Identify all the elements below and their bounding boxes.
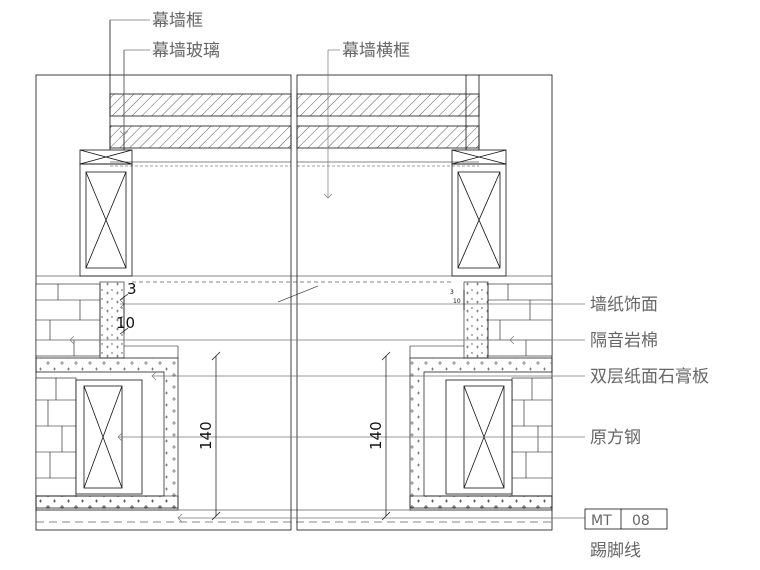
- curtain-frame-mullions: [79, 20, 507, 277]
- tag-code: MT: [591, 513, 612, 529]
- dim-140-left: 140: [197, 421, 215, 450]
- masonry-wall: [35, 283, 553, 497]
- tag-number: 08: [632, 513, 650, 529]
- curtain-glass-band: [109, 93, 480, 167]
- dim-3: 3: [127, 280, 137, 298]
- label-curtain-transom: 幕墙横框: [342, 41, 410, 61]
- label-sound-insulation: 隔音岩棉: [590, 331, 658, 351]
- material-tag: MT 08: [584, 508, 668, 530]
- label-skirting: 踢脚线: [590, 541, 641, 561]
- dim-10: 10: [116, 314, 135, 332]
- label-curtain-frame: 幕墙框: [152, 11, 203, 31]
- leader-lines: [69, 19, 585, 523]
- label-steel-tube: 原方钢: [590, 428, 641, 448]
- dimension-lines: [119, 290, 465, 521]
- label-curtain-glass: 幕墙玻璃: [152, 41, 220, 61]
- dim-10-small: 10: [453, 298, 461, 305]
- dim-140-right: 140: [367, 421, 385, 450]
- label-double-gypsum: 双层纸面石膏板: [590, 366, 709, 387]
- dim-3-small: 3: [450, 289, 454, 296]
- label-wallpaper-finish: 墙纸饰面: [590, 295, 658, 315]
- double-gypsum-board: [35, 345, 553, 511]
- sound-insulation-column: [99, 281, 489, 359]
